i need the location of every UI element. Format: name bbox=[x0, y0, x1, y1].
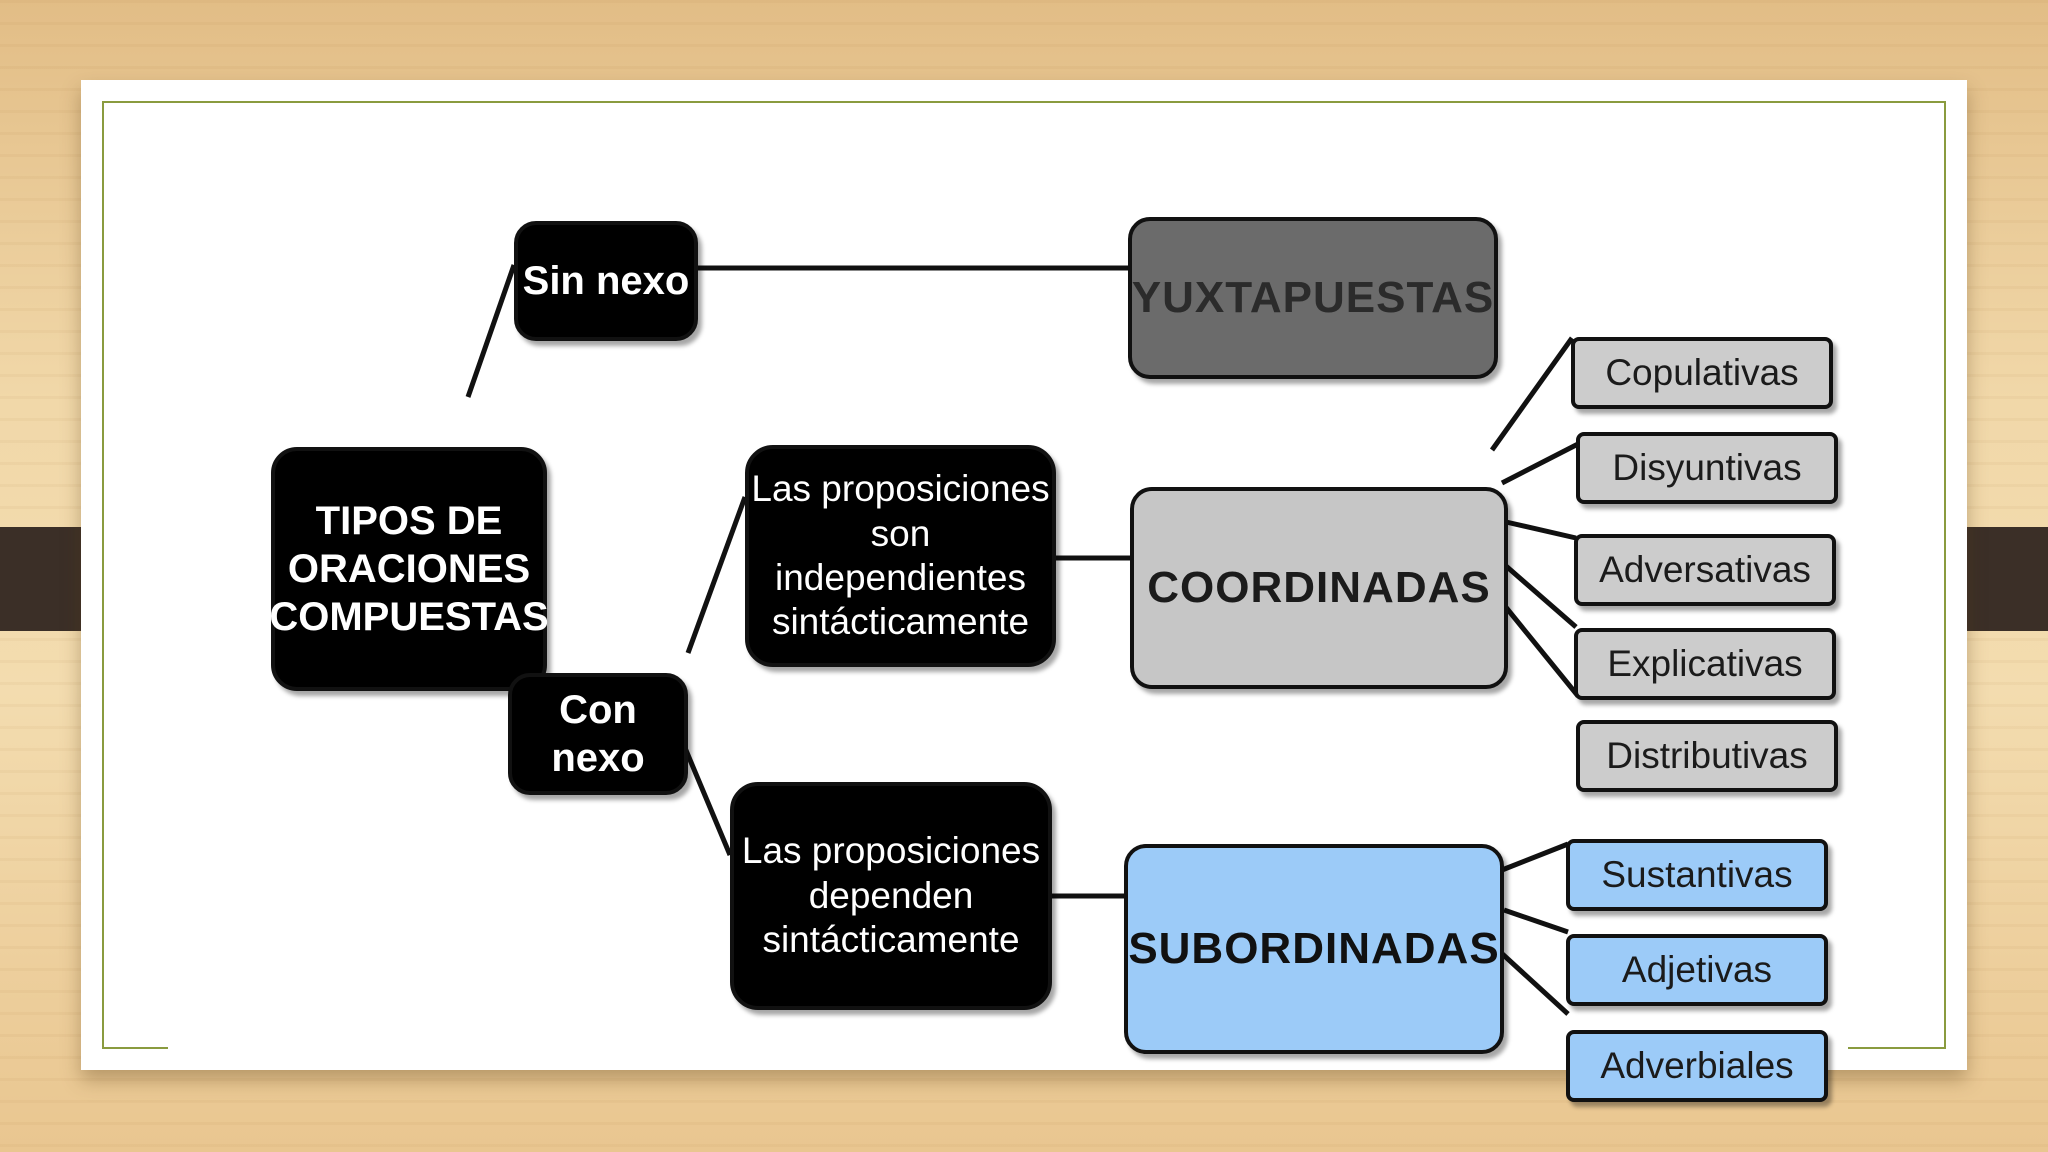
link-subordinadas-sustantivas bbox=[1501, 841, 1569, 873]
root-line-2: ORACIONES bbox=[287, 547, 531, 591]
dependen-line-3: sintácticamente bbox=[762, 919, 1020, 961]
independientes-node: Las proposiciones son independientes sin… bbox=[745, 445, 1056, 667]
root-node: TIPOS DE ORACIONES COMPUESTAS bbox=[269, 447, 549, 691]
link-coordinadas-disyuntivas bbox=[1500, 441, 1580, 486]
link-coordinadas-copulativas bbox=[1489, 336, 1575, 452]
leaf-copulativas: Copulativas bbox=[1571, 337, 1833, 409]
dependen-line-2: dependen bbox=[808, 874, 974, 916]
root-line-1: TIPOS DE bbox=[315, 499, 503, 543]
link-coordinadas-adversativas bbox=[1505, 519, 1577, 541]
link-con-nexo-independientes bbox=[685, 496, 748, 654]
subordinadas-node: SUBORDINADAS bbox=[1124, 844, 1504, 1054]
leaf-adjetivas: Adjetivas bbox=[1566, 934, 1828, 1006]
leaf-adversativas: Adversativas bbox=[1574, 534, 1836, 606]
coordinadas-node: COORDINADAS bbox=[1130, 487, 1508, 689]
concept-map: TIPOS DE ORACIONES COMPUESTAS Sin nexo C… bbox=[168, 120, 1848, 1102]
leaf-distributivas: Distributivas bbox=[1576, 720, 1838, 792]
link-subordinadas-adverbiales bbox=[1496, 948, 1570, 1016]
link-con-nexo-dependen bbox=[677, 735, 733, 856]
link-coordinadas-explicativas bbox=[1504, 564, 1578, 629]
leaf-disyuntivas: Disyuntivas bbox=[1576, 432, 1838, 504]
root-line-3: COMPUESTAS bbox=[269, 595, 549, 639]
link-subordinadas-adjetivas bbox=[1503, 907, 1569, 935]
connector-lines bbox=[465, 264, 1580, 1016]
slide-card: TIPOS DE ORACIONES COMPUESTAS Sin nexo C… bbox=[81, 80, 1967, 1102]
independientes-line-1: Las proposiciones bbox=[751, 468, 1050, 510]
link-coordinadas-distributivas bbox=[1498, 598, 1580, 698]
dependen-line-1: Las proposiciones bbox=[741, 830, 1041, 872]
dependen-node: Las proposiciones dependen sintácticamen… bbox=[730, 782, 1052, 1010]
leaf-explicativas: Explicativas bbox=[1574, 628, 1836, 700]
sin-nexo-node: Sin nexo bbox=[514, 221, 698, 341]
leaf-adverbiales: Adverbiales bbox=[1566, 1030, 1828, 1102]
independientes-line-3: sintácticamente bbox=[771, 601, 1030, 643]
leaf-sustantivas: Sustantivas bbox=[1566, 839, 1828, 911]
link-root-sin-nexo bbox=[465, 264, 517, 398]
yuxtapuestas-node: YUXTAPUESTAS bbox=[1128, 217, 1498, 379]
independientes-line-2: son independientes bbox=[775, 512, 1026, 598]
con-nexo-node: Con nexo bbox=[508, 673, 688, 795]
